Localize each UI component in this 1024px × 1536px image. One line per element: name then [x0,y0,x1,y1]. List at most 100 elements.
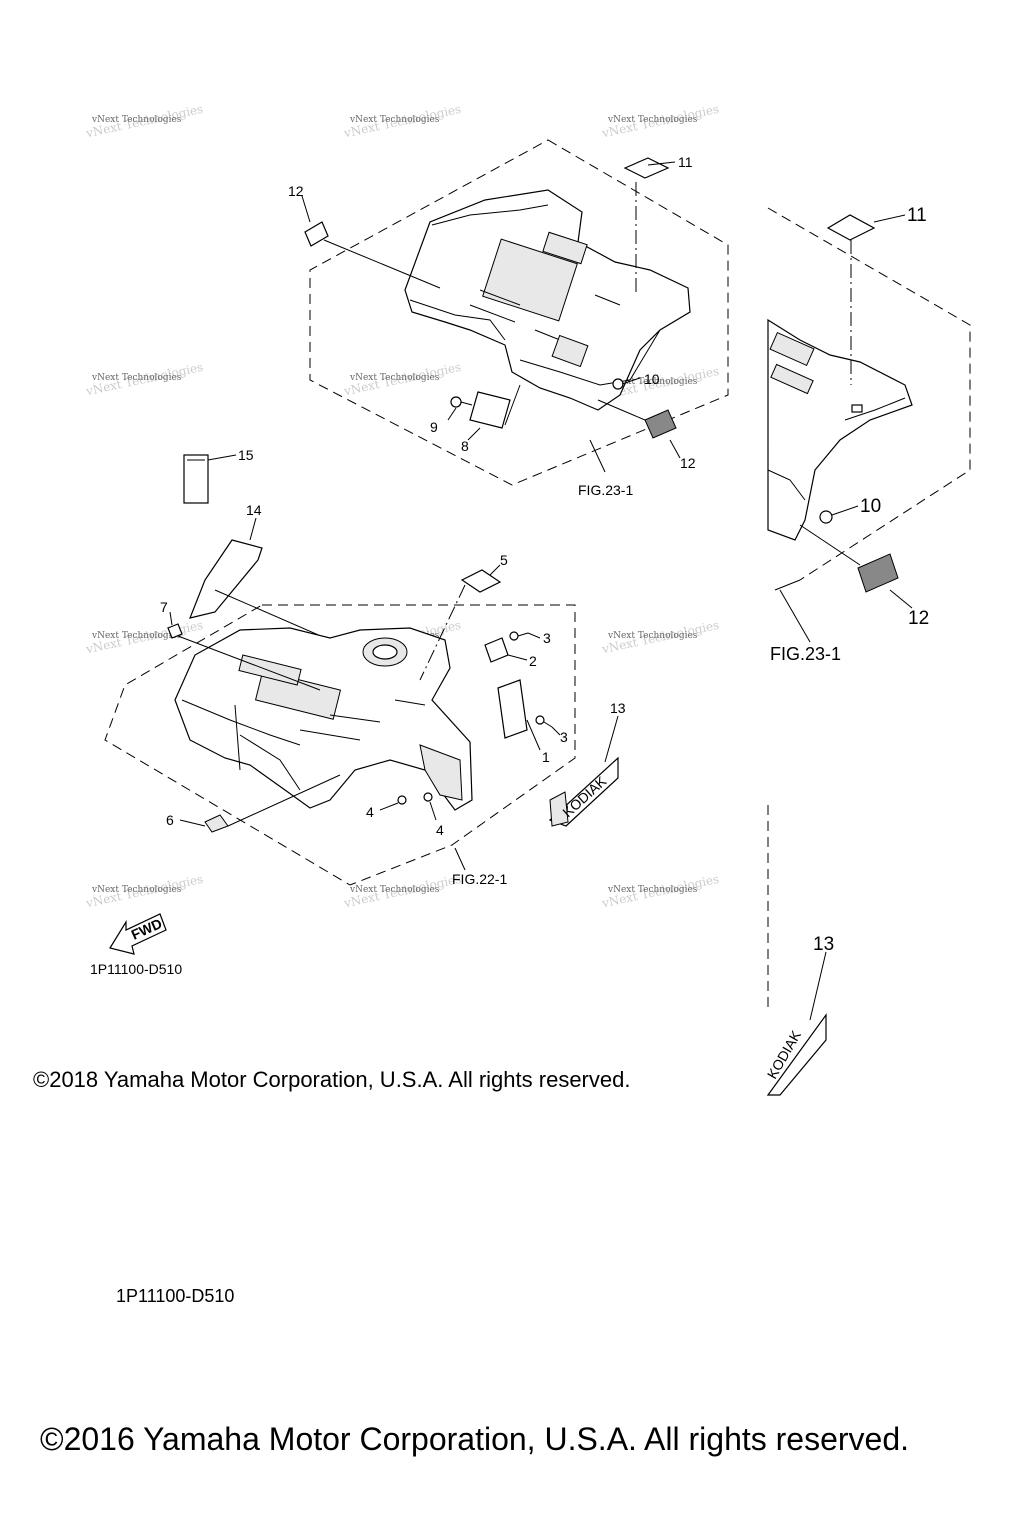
inset-callout-10: 10 [860,496,881,517]
leader-line [454,847,466,871]
callout-3: 3 [560,729,568,745]
callout-7: 7 [160,599,168,615]
part-15-group: 15 [183,447,254,504]
callout-2: 2 [529,653,537,669]
part-14-group: 14 [189,502,331,641]
rear-fender-assembly: 12 11 10 12 9 8 FIG.23-1 [288,139,729,498]
front-fender-edge [239,734,301,791]
inset-part-13-kodiak-decal: KODIAK [764,1013,827,1096]
callout-1: 1 [542,749,550,765]
leader-line [447,407,457,421]
watermark: vNext Technologies vNext Technologies [342,872,462,911]
leader-line [467,427,481,441]
callout-8: 8 [461,438,469,454]
callout-12: 12 [680,455,696,471]
callout-4: 4 [366,804,374,820]
figure-ref-fig23: FIG.23-1 [578,482,633,498]
leader-line [429,801,437,821]
leader-line [177,635,321,691]
callout-13: 13 [610,700,626,716]
part-6-label [204,814,229,833]
leader-line [504,384,521,426]
leader-line [889,589,913,609]
watermark-text: vNext Technologies [607,377,698,387]
leader-line [779,589,811,643]
watermark: vNext Technologies vNext Technologies [600,618,720,657]
part-10-washer [612,378,624,390]
front-fender-rib [299,699,426,741]
leader-line [214,589,331,641]
rear-fender-edge [431,204,549,226]
callout-3: 3 [543,630,551,646]
callout-5: 5 [500,552,508,568]
callout-11: 11 [678,154,693,170]
watermark-text: vNext Technologies [607,115,698,125]
front-fender-edge [181,699,301,746]
watermark: vNext Technologies vNext Technologies [342,360,462,399]
copyright-2016: ©2016 Yamaha Motor Corporation, U.S.A. A… [40,1421,909,1457]
leader-line [597,399,646,421]
leader-line [647,161,676,166]
copyright-2018: ©2018 Yamaha Motor Corporation, U.S.A. A… [33,1067,630,1092]
leader-line [179,819,206,827]
inset-part-10-washer [819,510,833,524]
kodiak-text: KODIAK [559,772,610,820]
part-4-grommet [423,792,433,802]
rear-fender-vent [551,334,589,368]
leader-line [589,439,606,473]
watermark: vNext Technologies vNext Technologies [600,102,720,141]
leader-line [207,454,237,461]
leader-line [379,802,399,811]
rear-fender-tray-inner [542,231,588,265]
inset-fender-edge [844,397,906,421]
watermark: vNext Technologies vNext Technologies [84,872,204,911]
part-1-panel [497,679,528,739]
leader-line [604,715,619,763]
rear-fender-boundary [309,139,729,486]
callout-15: 15 [238,447,254,463]
leader-line [489,564,501,576]
inset-callout-13: 13 [813,934,834,955]
leader-line [323,239,441,289]
watermark-text: vNext Technologies [91,373,182,383]
leader-line [831,505,859,516]
leader-line [169,611,173,626]
watermark-text: vNext Technologies [349,115,440,125]
inset-part-11-label [826,214,876,241]
callout-14: 14 [246,502,262,518]
leader-line [551,726,561,736]
watermark-text: vNext Technologies [607,885,698,895]
fwd-indicator: FWD [109,913,167,955]
leader-line [526,719,541,751]
inset-fender-tray [769,331,815,367]
callout-4: 4 [436,822,444,838]
watermark: vNext Technologies vNext Technologies [84,102,204,141]
callout-10: 10 [644,371,660,387]
watermark-text: vNext Technologies [349,885,440,895]
part-2-plate [484,637,509,663]
part-7-cap [167,623,183,639]
leader-line [774,579,801,591]
watermark-text: vNext Technologies [349,373,440,383]
part-15-sticker [183,454,209,504]
inset-boundary [767,207,971,581]
leader-line [669,439,681,459]
inset-fender-slot [851,404,863,413]
part-12-emblem [644,409,677,439]
leader-line [507,654,528,661]
inset-fender-tray [770,363,814,395]
part-11-label [623,157,670,179]
watermark-text: vNext Technologies [91,115,182,125]
leader-line [873,214,906,223]
rear-fender-rib [469,289,621,341]
leader-line [527,632,541,639]
leader-line [227,774,341,827]
front-fender-cap-inner [372,644,398,660]
inset-fender-edge [767,469,806,501]
part-5-label [460,569,502,593]
part-8-plate [469,391,511,429]
part-3-rivet [535,715,553,728]
front-fender-wheelwell [419,744,463,801]
watermark: vNext Technologies vNext Technologies [342,102,462,141]
